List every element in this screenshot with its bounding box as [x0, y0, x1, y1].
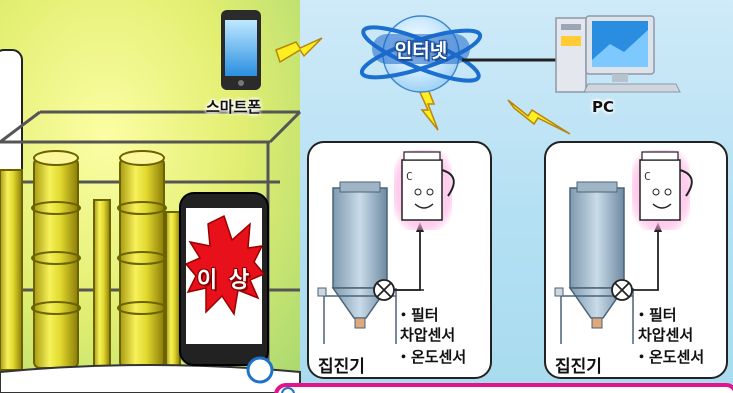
alarm-phone — [179, 192, 274, 384]
svg-text:C: C — [644, 170, 651, 183]
pc-label: PC — [592, 98, 615, 116]
sensor-pressure-label: 차압센서 — [638, 326, 694, 344]
factory-illustration — [0, 0, 302, 393]
sensor-face-icon: C — [394, 150, 455, 230]
dust-collector-icon — [554, 181, 634, 344]
collector-label: 집진기 — [555, 357, 602, 377]
lightning-icon — [275, 37, 571, 135]
smartphone-icon — [221, 10, 261, 90]
alarm-burst-icon — [184, 214, 266, 316]
smartphone-label: 스마트폰 — [206, 98, 262, 116]
sensor-filter-label: ・필터 — [634, 306, 677, 324]
sensor-filter-label: ・필터 — [396, 306, 439, 324]
sensor-temperature-label: ・온도센서 — [634, 348, 705, 366]
sensor-face-icon: C — [632, 150, 693, 230]
globe-icon — [359, 15, 483, 93]
pc-icon — [555, 15, 681, 93]
valve-icon — [611, 222, 662, 301]
collector-label: 집진기 — [318, 357, 365, 377]
dust-collector-icon — [317, 181, 424, 344]
svg-text:C: C — [406, 170, 413, 183]
magenta-bar — [274, 383, 733, 393]
alarm-label: 이 상 — [196, 268, 252, 293]
valve-icon — [373, 222, 424, 301]
internet-label: 인터넷 — [394, 40, 448, 62]
sensor-temperature-label: ・온도센서 — [396, 348, 467, 366]
sensor-pressure-label: 차압센서 — [400, 326, 456, 344]
